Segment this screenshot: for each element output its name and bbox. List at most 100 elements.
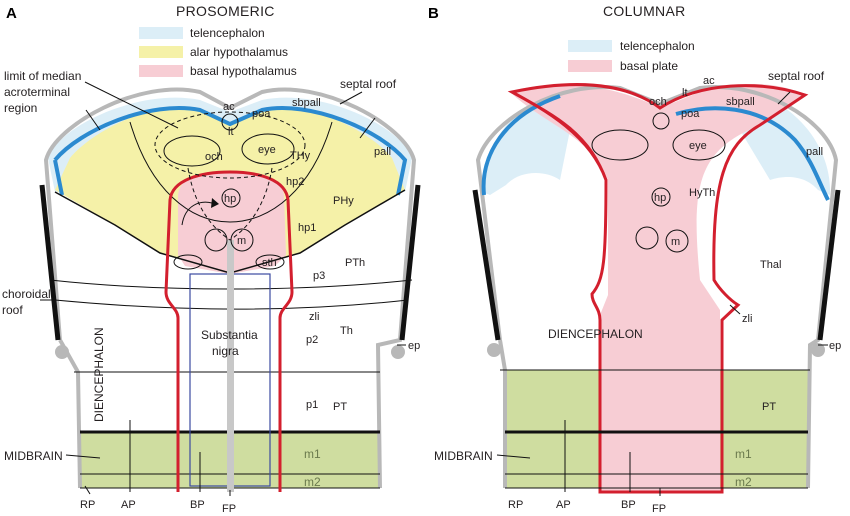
a-diencephalon-label: DIENCEPHALON xyxy=(92,327,106,422)
a-m2-label: m2 xyxy=(304,475,321,489)
a-sth-label: sth xyxy=(262,257,277,269)
a-fp-label: FP xyxy=(222,503,236,515)
b-legend-swatch-telencephalon xyxy=(568,40,612,52)
b-bp-label: BP xyxy=(621,499,636,511)
a-title: PROSOMERIC xyxy=(176,3,275,19)
b-pall-label: pall xyxy=(806,146,823,158)
b-legend-swatch-basal xyxy=(568,60,612,72)
a-phy-label: PHy xyxy=(333,195,354,207)
a-choroidal-label-2: roof xyxy=(2,303,23,317)
b-fp-label: FP xyxy=(652,503,666,515)
a-zli-label: zli xyxy=(309,311,319,323)
b-basal-plate-boundary xyxy=(507,83,809,494)
b-mamillary-left-circle xyxy=(635,226,659,250)
a-septal-tick-left xyxy=(85,109,101,131)
a-eye-ellipse xyxy=(241,133,295,165)
a-rp-leader xyxy=(84,485,91,495)
a-mamillary-left-circle xyxy=(204,228,228,252)
a-hp1-label: hp1 xyxy=(298,222,316,234)
a-pth-label: PTh xyxy=(345,257,365,269)
b-septal-roof-label: septal roof xyxy=(768,69,825,83)
a-arrow-curve xyxy=(181,201,213,226)
b-och-ellipse xyxy=(591,129,649,161)
a-limit-leader xyxy=(84,81,179,129)
a-outer-wall xyxy=(43,87,417,489)
a-p2-boundary xyxy=(54,299,409,310)
a-m1-label: m1 xyxy=(304,447,321,461)
b-ac-label: ac xyxy=(703,75,715,87)
a-och-ellipse xyxy=(163,135,221,167)
a-och-label: och xyxy=(205,151,223,163)
b-pt-label: PT xyxy=(762,401,776,413)
b-choroidal-roof-right xyxy=(817,189,841,341)
a-bp-label: BP xyxy=(190,499,205,511)
a-midbrain-label: MIDBRAIN xyxy=(4,449,63,463)
a-p3-label: p3 xyxy=(313,270,325,282)
a-ep-knob-left xyxy=(55,345,69,359)
b-zli-leader xyxy=(729,304,741,315)
b-hyth-label: HyTh xyxy=(689,187,715,199)
b-ap-label: AP xyxy=(556,499,571,511)
panel-b xyxy=(472,40,841,496)
b-pallium-boundary-right xyxy=(675,106,830,201)
a-hp-label: hp xyxy=(224,193,236,205)
a-mamillary-circle xyxy=(230,228,254,252)
b-hp-circle xyxy=(651,187,671,207)
a-acroterminal-limit xyxy=(154,111,306,179)
a-arrow-head xyxy=(211,198,219,208)
a-eye-label: eye xyxy=(258,144,276,156)
a-ep-knob-right xyxy=(391,345,405,359)
b-diencephalon-label: DIENCEPHALON xyxy=(548,327,643,341)
b-m2-label: m2 xyxy=(735,475,752,489)
a-choroidal-roof-right xyxy=(399,184,421,341)
b-lt-label: lt xyxy=(682,87,688,99)
a-nigra-label-2: nigra xyxy=(212,344,239,358)
a-p2-label: p2 xyxy=(306,334,318,346)
b-mamillary-circle xyxy=(665,229,689,253)
a-floor-plate xyxy=(227,240,234,492)
a-septal-roof-label: septal roof xyxy=(340,77,397,91)
b-legend-basal: basal plate xyxy=(620,59,678,73)
a-septal-leader xyxy=(339,91,363,105)
a-choroidal-roof-left xyxy=(39,184,61,341)
a-midbrain-leader xyxy=(65,454,101,459)
b-title: COLUMNAR xyxy=(603,3,686,19)
b-basal-plate-fill xyxy=(510,84,805,493)
a-dashed-curve-right xyxy=(229,167,273,241)
b-midbrain-label: MIDBRAIN xyxy=(434,449,493,463)
b-ac-circle xyxy=(652,112,670,130)
a-limit-label-1: limit of median xyxy=(4,69,81,83)
a-p1-label: p1 xyxy=(306,399,318,411)
a-legend-swatch-alar xyxy=(139,46,183,58)
a-basal-boundary xyxy=(164,170,294,492)
b-rp-label: RP xyxy=(508,499,523,511)
b-och-label: och xyxy=(649,96,667,108)
a-thy-boundary xyxy=(129,121,333,223)
a-poa-label: poa xyxy=(252,108,271,120)
a-hp2-label: hp2 xyxy=(286,176,304,188)
b-m1-label: m1 xyxy=(735,447,752,461)
a-ac-label: ac xyxy=(223,101,235,113)
b-choroidal-roof-left xyxy=(472,189,501,341)
a-limit-label-3: region xyxy=(4,101,37,115)
b-eye-ellipse xyxy=(672,129,726,161)
a-legend-telencephalon: telencephalon xyxy=(190,26,265,40)
b-outer-wall-left-lower xyxy=(498,339,507,488)
b-hp-label: hp xyxy=(654,192,666,204)
a-sbpall-label: sbpall xyxy=(292,97,321,109)
a-dashed-curve-left xyxy=(187,167,231,241)
a-pallium-tick xyxy=(359,117,376,139)
b-outer-wall xyxy=(475,85,839,489)
a-lt-label: lt xyxy=(228,126,234,138)
a-hp-circle xyxy=(221,188,241,208)
a-basal-hypothalamus-fill xyxy=(178,172,286,274)
b-ep-knob-right xyxy=(811,343,825,357)
b-basal-plate-arch xyxy=(511,91,607,181)
b-m-label: m xyxy=(671,236,680,248)
a-nigra-label-1: Substantia xyxy=(201,328,258,342)
a-pall-label: pall xyxy=(374,146,391,158)
a-limit-label-2: acroterminal xyxy=(4,85,70,99)
a-m-label: m xyxy=(237,235,246,247)
b-panel-letter: B xyxy=(428,5,439,22)
